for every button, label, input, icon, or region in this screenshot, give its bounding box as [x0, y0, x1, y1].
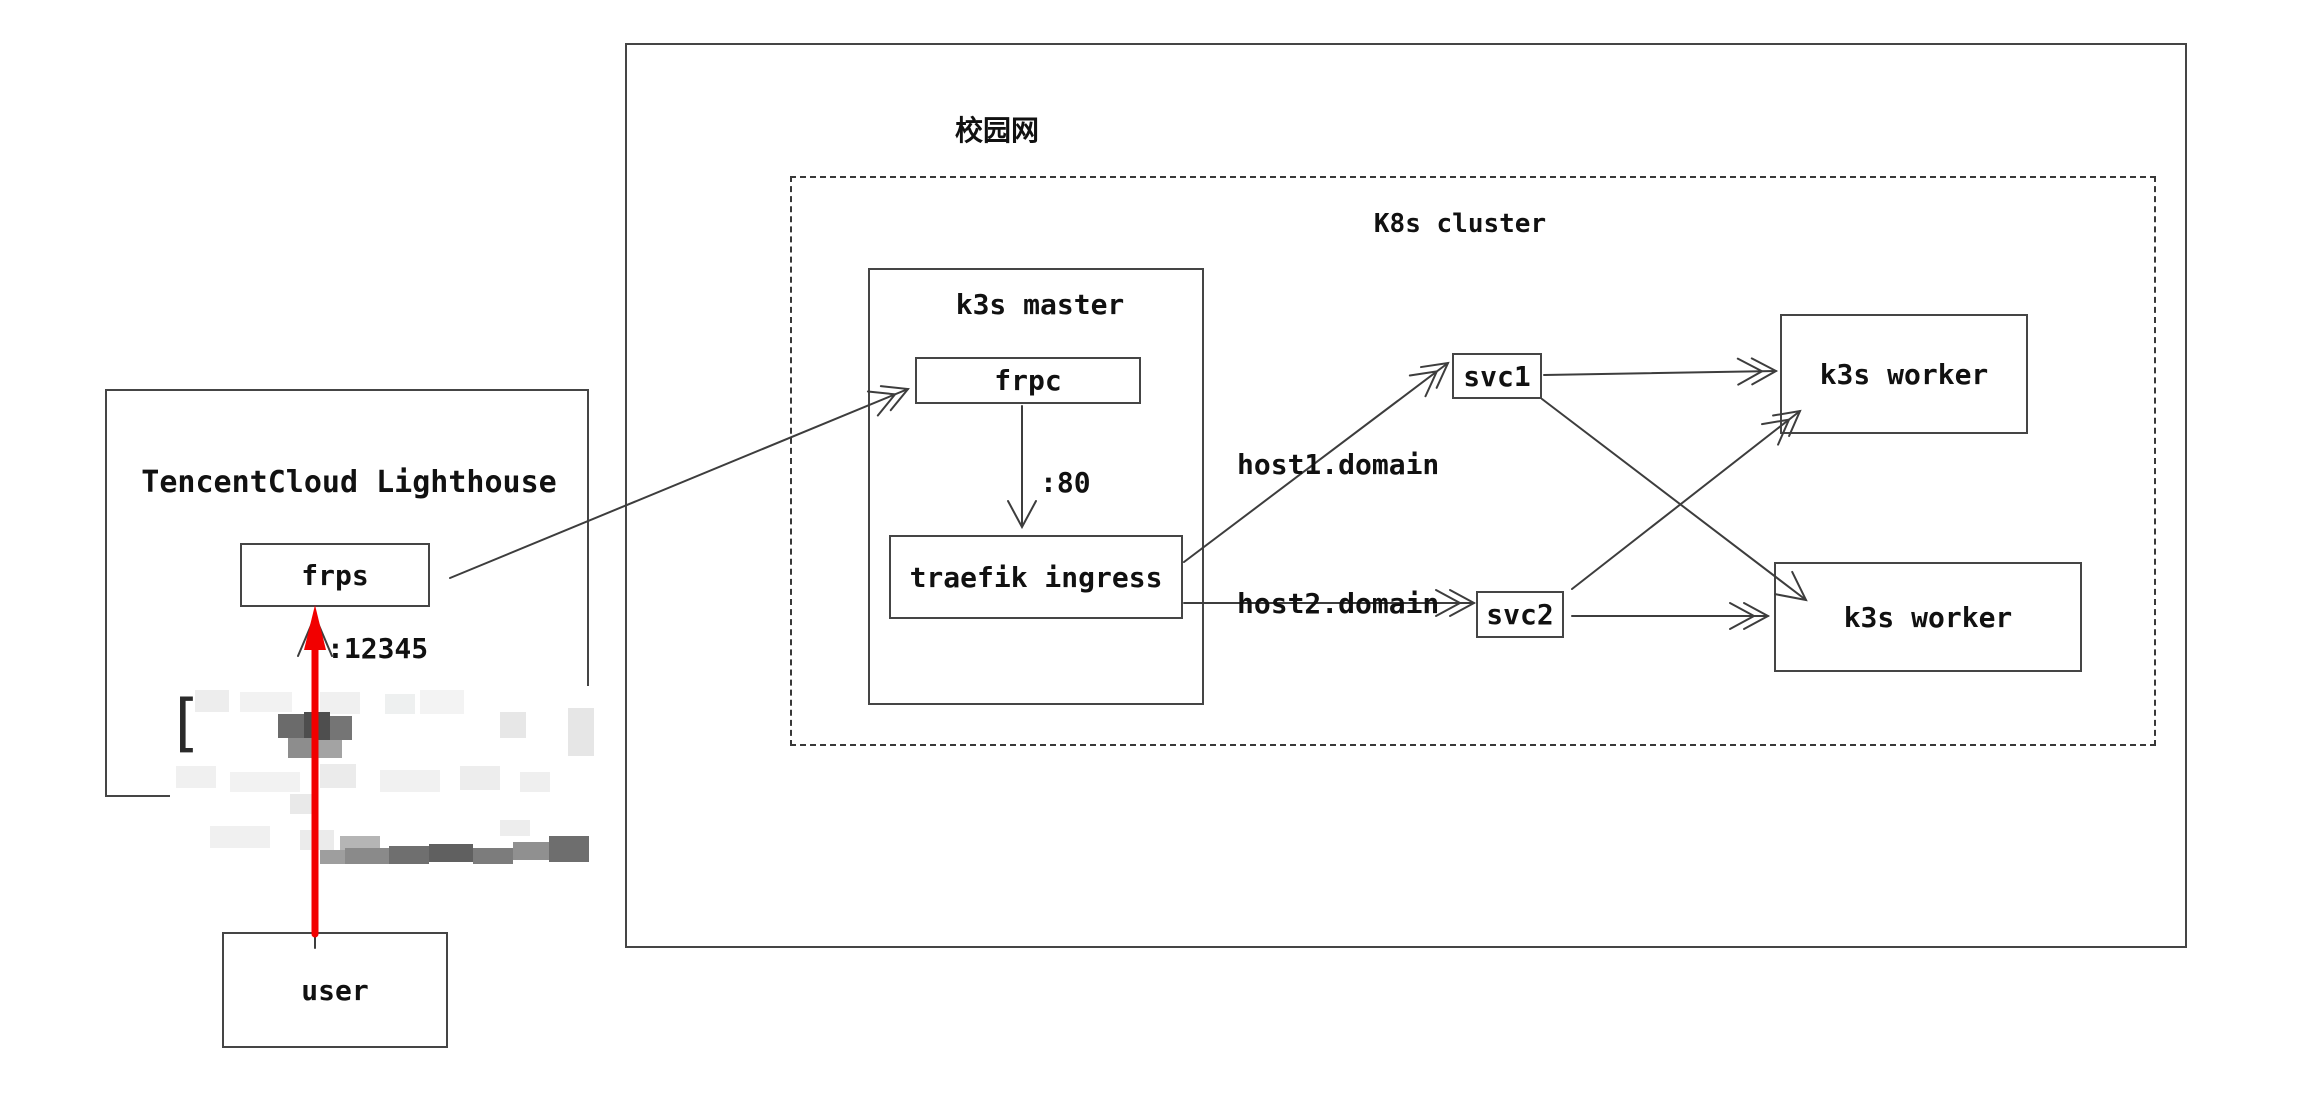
svc1-node-label: svc1	[1463, 359, 1531, 393]
mosaic-cell	[513, 842, 549, 860]
arrowhead-svc1-worker2	[1774, 570, 1808, 602]
traefik-ingress-node: traefik ingress	[889, 535, 1183, 619]
edge-svc1-worker1	[1543, 370, 1777, 376]
mosaic-cell	[389, 846, 429, 864]
edge-svc1-worker2	[1541, 398, 1807, 601]
mosaic-cell	[460, 766, 500, 790]
redacted-bracket: [	[166, 686, 204, 759]
mosaic-cell	[320, 850, 346, 864]
arrowhead-traefik-svc2	[1435, 589, 1477, 617]
host2-domain-label: host2.domain	[1237, 587, 1440, 620]
user-node-label: user	[301, 973, 369, 1007]
mosaic-cell	[278, 714, 304, 738]
k3s-worker1-node: k3s worker	[1780, 314, 2028, 434]
mosaic-cell	[320, 692, 360, 714]
mosaic-cell	[320, 764, 356, 788]
frps-node-label: frps	[301, 558, 369, 592]
k3s-master-box	[868, 268, 1204, 705]
mosaic-cell	[568, 708, 594, 756]
mosaic-cell	[500, 820, 530, 836]
arrowhead-frps-frpc	[866, 385, 910, 417]
mosaic-cell	[420, 690, 464, 714]
frps-node: frps	[240, 543, 430, 607]
k3s-worker2-node: k3s worker	[1774, 562, 2082, 672]
edge-traefik-svc1	[1183, 362, 1449, 563]
mosaic-cell	[210, 826, 270, 848]
mosaic-cell	[385, 694, 415, 714]
mosaic-cell	[500, 712, 526, 738]
mosaic-cell	[473, 848, 513, 864]
mosaic-cell	[176, 766, 216, 788]
mosaic-cell	[240, 692, 292, 712]
k8s-cluster-label: K8s cluster	[1373, 209, 1547, 239]
redacted-region	[170, 686, 594, 876]
edge-frps-frpc	[449, 388, 909, 579]
campus-network-label: 校园网	[954, 114, 1040, 147]
arrowhead-svc2-worker2	[1729, 602, 1771, 630]
mosaic-cell	[549, 836, 589, 862]
frpc-node: frpc	[915, 357, 1141, 404]
traefik-ingress-node-label: traefik ingress	[909, 560, 1163, 594]
mosaic-cell	[380, 770, 440, 792]
campus-network-box	[625, 43, 2187, 948]
mosaic-cell	[330, 716, 352, 740]
mosaic-cell	[318, 740, 342, 758]
mosaic-cell	[520, 772, 550, 792]
svc2-node-label: svc2	[1486, 598, 1554, 631]
host1-domain-label: host1.domain	[1237, 448, 1440, 481]
mosaic-cell	[429, 844, 473, 862]
port-12345-label: :12345	[327, 632, 429, 665]
frpc-node-label: frpc	[994, 364, 1062, 397]
k3s-worker1-node-label: k3s worker	[1819, 357, 1989, 391]
svc2-node: svc2	[1476, 591, 1564, 638]
mosaic-cell	[345, 848, 389, 864]
arrowhead-frpc-traefik	[1007, 500, 1037, 530]
k3s-worker2-node-label: k3s worker	[1843, 600, 2013, 634]
user-node: user	[222, 932, 448, 1048]
arrowhead-svc1-worker1	[1736, 357, 1779, 386]
mosaic-cell	[230, 772, 300, 792]
tencent-lighthouse-label: TencentCloud Lighthouse	[141, 465, 557, 500]
arrowhead-svc2-worker1	[1761, 409, 1802, 446]
port-80-label: :80	[1040, 466, 1091, 499]
svc1-node: svc1	[1452, 353, 1542, 399]
red-arrow-head	[304, 605, 326, 650]
edge-svc2-worker1	[1571, 410, 1801, 590]
mosaic-cell	[290, 794, 314, 814]
arrowhead-traefik-svc1	[1408, 361, 1450, 398]
k8s-cluster-box	[790, 176, 2156, 746]
mosaic-cell	[288, 738, 318, 758]
mosaic-cell	[340, 836, 380, 850]
k3s-master-label: k3s master	[955, 288, 1125, 321]
mosaic-cell	[195, 690, 229, 712]
